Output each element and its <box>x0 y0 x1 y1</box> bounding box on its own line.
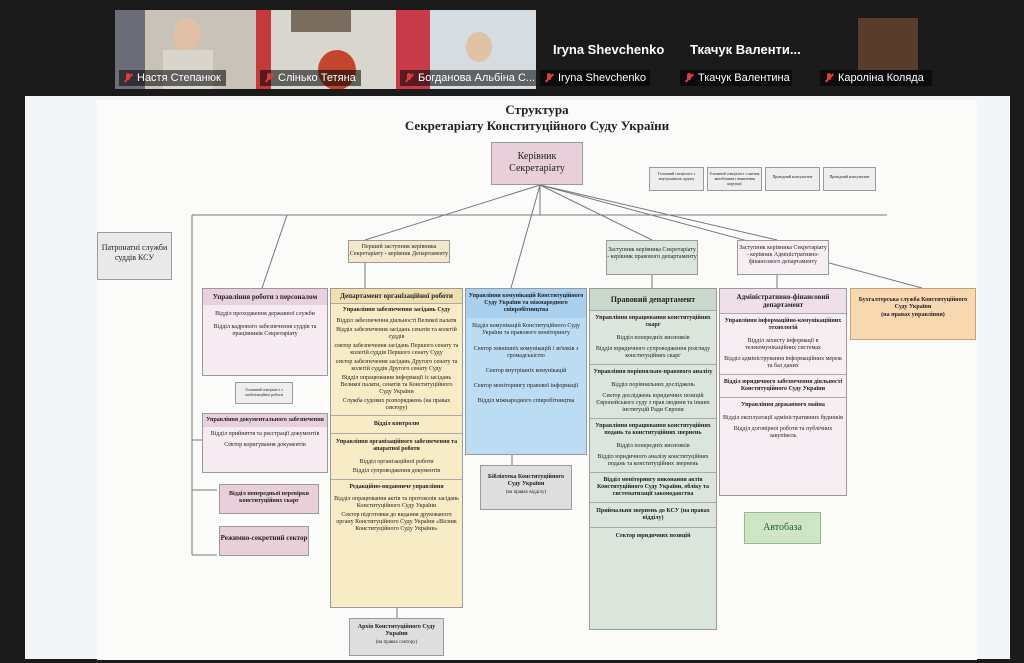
muted-mic-icon <box>825 73 834 83</box>
muted-mic-icon <box>685 73 694 83</box>
participant-video <box>173 18 201 52</box>
participant-video <box>466 32 492 62</box>
participant-name: Слінько Тетяна <box>260 70 361 86</box>
patronat-services-box: Патронатні служби суддів КСУ <box>97 232 172 280</box>
participant-big-name-2: Ткачук Валенти... <box>690 42 801 57</box>
document-support-box: Управління документального забезпечення … <box>202 413 328 473</box>
participant-name: Ткачук Валентина <box>680 70 792 86</box>
accounting-service-box: Бухгалтерська служба Конституційного Суд… <box>850 288 976 340</box>
participant-thumbnail[interactable] <box>858 18 918 70</box>
top-small-box-3: Провідний консультант <box>765 167 820 191</box>
muted-mic-icon <box>265 73 274 83</box>
top-small-box-1: Головний спеціаліст з внутрішнього аудит… <box>649 167 704 191</box>
mobilization-specialist-box: Головний спеціаліст з мобілізаційної роб… <box>235 382 293 404</box>
chart-title: Структура Секретаріату Конституційного С… <box>357 102 717 140</box>
deputy-admin-box: Заступник керівника Секретаріату - керів… <box>737 240 829 275</box>
participant-tile-2[interactable]: Слінько Тетяна <box>256 10 396 89</box>
participant-name: Богданова Альбіна С... <box>400 70 536 86</box>
muted-mic-icon <box>545 73 554 83</box>
autobase-box: Автобаза <box>744 512 821 544</box>
secret-sector-box: Режимно-секретний сектор <box>219 526 309 556</box>
participants-bar: Настя Степанюк Слінько Тетяна Богданова … <box>0 0 1024 92</box>
top-small-box-2: Головний спеціаліст з питань запобігання… <box>707 167 762 191</box>
participant-name: Настя Степанюк <box>119 70 226 86</box>
org-chart-slide: Структура Секретаріату Конституційного С… <box>97 100 977 660</box>
head-of-secretariat-box: Керівник Секретаріату <box>491 142 583 185</box>
archive-box: Архів Конституційного Суду України (на п… <box>349 618 444 656</box>
legal-department-box: Правовий департамент Управління опрацюва… <box>589 288 717 630</box>
participant-name: Кароліна Коляда <box>820 70 932 86</box>
participant-tile-1[interactable]: Настя Степанюк <box>115 10 256 89</box>
admin-finance-department-box: Адміністративно-фінансовий департамент У… <box>719 288 847 496</box>
org-department-box: Департамент організаційної роботи Управл… <box>330 288 463 608</box>
library-box: Бібліотека Конституційного Суду України … <box>480 465 572 510</box>
top-small-box-4: Провідний консультант <box>823 167 876 191</box>
participant-big-name-1: Iryna Shevchenko <box>553 42 664 57</box>
first-deputy-box: Перший заступник керівника Секретаріату … <box>348 240 450 263</box>
preliminary-check-box: Відділ попередньої перевірки конституцій… <box>219 484 319 514</box>
communications-box: Управління комунікацій Конституційного С… <box>465 288 587 455</box>
participant-name: Iryna Shevchenko <box>540 70 650 86</box>
participant-tile-3[interactable]: Богданова Альбіна С... <box>396 10 536 89</box>
personnel-management-box: Управління роботи з персоналом Відділ пр… <box>202 288 328 376</box>
deputy-legal-box: Заступник керівника Секретаріату - керів… <box>606 240 698 275</box>
muted-mic-icon <box>124 73 133 83</box>
muted-mic-icon <box>405 73 414 83</box>
